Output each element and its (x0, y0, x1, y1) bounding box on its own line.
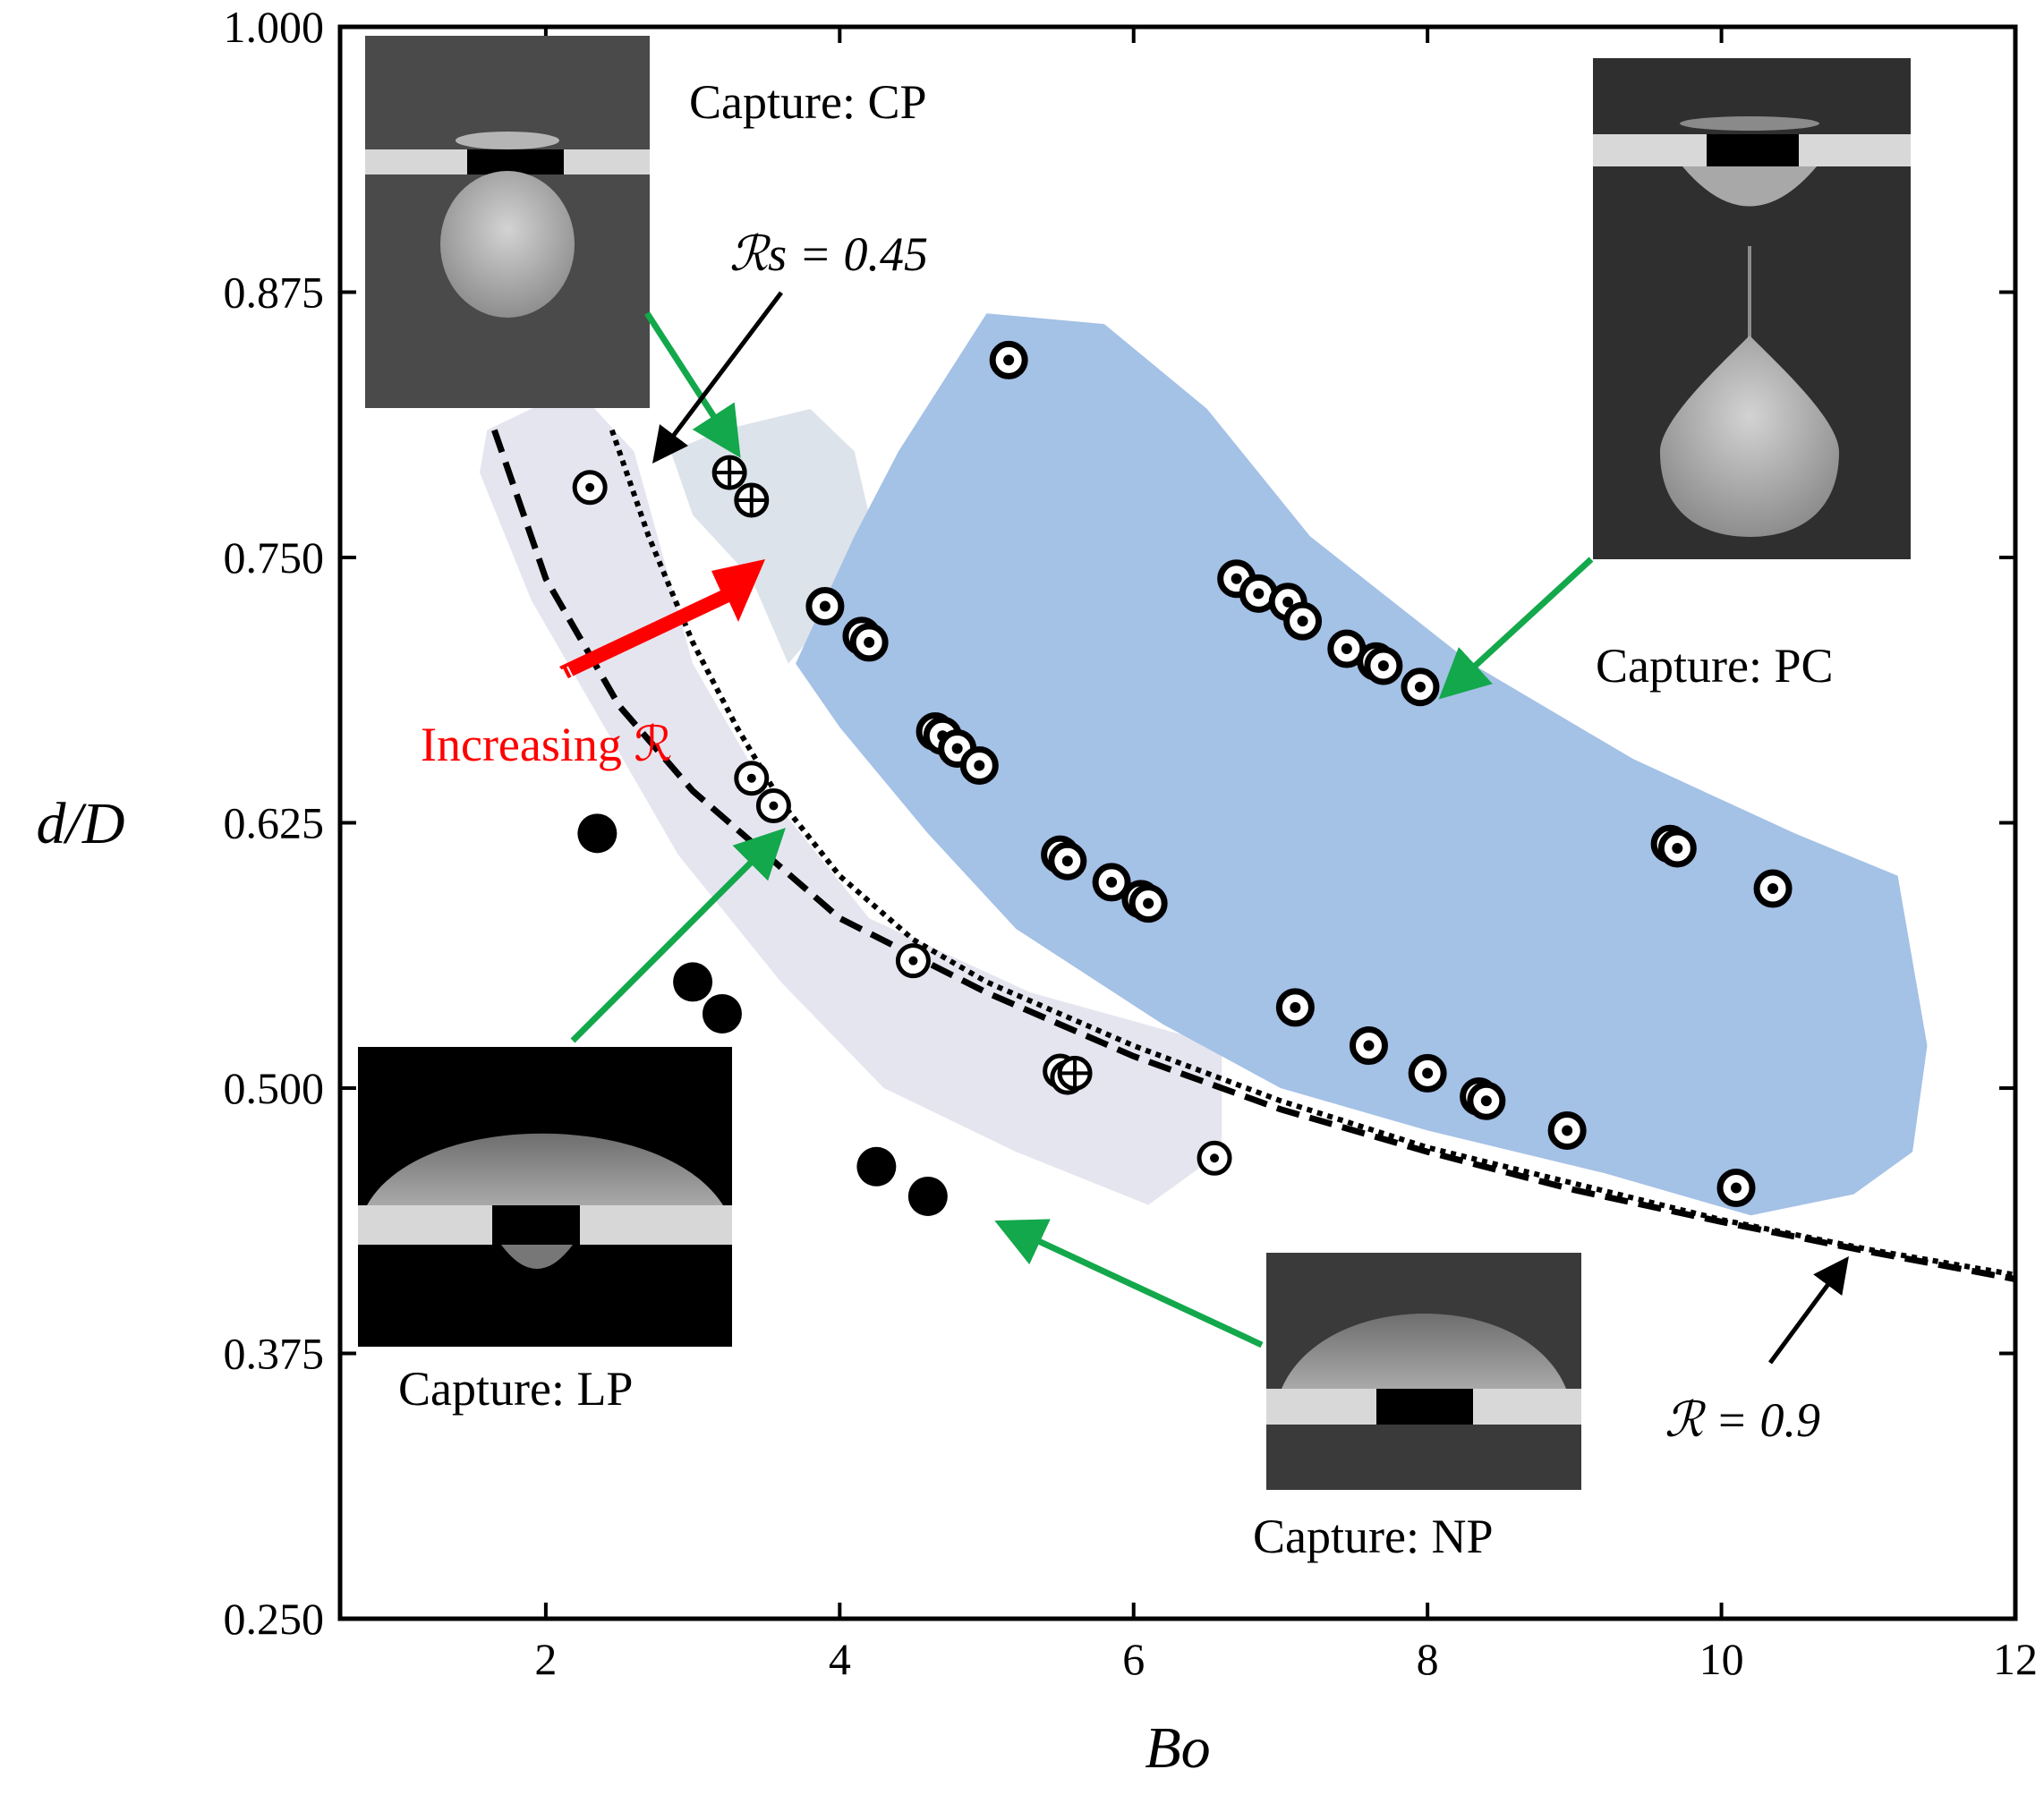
label-r: ℛ = 0.9 (1665, 1393, 1820, 1447)
data-point-large-dot (1128, 884, 1168, 923)
data-point-plus (1057, 1055, 1093, 1091)
data-point-large-dot (805, 587, 845, 626)
data-point-filled (673, 962, 713, 1002)
y-tick-label: 0.875 (224, 268, 325, 318)
data-point-small-dot (895, 943, 931, 979)
data-point-small-dot (572, 470, 608, 506)
label-capture-cp: Capture: CP (689, 75, 927, 129)
arrow-pc (1438, 557, 1594, 700)
arrow-lp (570, 828, 786, 1043)
label-capture-lp: Capture: LP (398, 1362, 633, 1416)
data-point-large-dot (959, 745, 999, 785)
data-point-large-dot (1716, 1168, 1756, 1207)
y-tick-label: 0.625 (224, 798, 325, 848)
data-point-small-dot (755, 788, 791, 824)
label-rs: ℛs = 0.45 (729, 227, 928, 281)
increasing-r-arrow (559, 559, 765, 692)
data-point-large-dot (1547, 1110, 1587, 1150)
x-tick-label: 6 (1122, 1634, 1145, 1684)
label-capture-np: Capture: NP (1253, 1510, 1493, 1563)
y-axis-label: d/D (37, 791, 125, 856)
x-tick-label: 8 (1417, 1634, 1439, 1684)
y-tick-label: 0.750 (224, 532, 325, 583)
label-capture-pc: Capture: PC (1596, 639, 1834, 693)
inset-pc-image (1593, 58, 1911, 559)
data-point-large-dot (1283, 601, 1323, 641)
data-point-filled (856, 1146, 897, 1187)
data-point-large-dot (1467, 1081, 1506, 1120)
inset-np-image (1266, 1253, 1581, 1490)
y-tick-label: 0.250 (224, 1594, 325, 1644)
data-point-large-dot (1753, 869, 1793, 908)
data-point-plus (734, 482, 770, 518)
data-point-small-dot (734, 761, 770, 796)
arrow-rs (652, 291, 783, 464)
data-point-large-dot (989, 340, 1028, 379)
y-tick-label: 0.500 (224, 1063, 325, 1113)
data-point-filled (907, 1176, 948, 1216)
data-point-large-dot (849, 623, 889, 662)
data-point-large-dot (1275, 988, 1315, 1027)
inset-cp-image (365, 36, 650, 408)
axis-ticks: 2 4 6 8 10 12 0.250 0.375 0.500 0.625 0.750 0.875 1.… (224, 2, 2039, 1684)
inset-lp-image (358, 1047, 732, 1347)
data-point-large-dot (1364, 646, 1403, 685)
data-point-large-dot (1092, 863, 1131, 902)
arrow-r (1767, 1255, 1849, 1365)
data-point-large-dot (1408, 1053, 1447, 1093)
x-tick-label: 10 (1699, 1634, 1744, 1684)
y-tick-label: 1.000 (224, 2, 325, 52)
data-point-filled (702, 993, 742, 1034)
curve-rs-0-45 (609, 429, 2016, 1278)
label-increasing-r: Increasing ℛ (421, 718, 672, 771)
x-tick-label: 4 (829, 1634, 851, 1684)
region-pc (796, 313, 1928, 1216)
curve-r-0-9 (491, 429, 2016, 1282)
x-tick-label: 12 (1993, 1634, 2038, 1684)
data-point-large-dot (1401, 668, 1440, 707)
data-point-plus (711, 455, 747, 490)
x-axis-label: Bo (1145, 1715, 1210, 1781)
data-point-small-dot (1197, 1140, 1232, 1176)
x-tick-label: 2 (534, 1634, 557, 1684)
arrow-np (994, 1219, 1264, 1348)
data-point-large-dot (1048, 841, 1087, 880)
data-markers (572, 340, 1793, 1216)
data-point-large-dot (1657, 829, 1697, 868)
arrow-cp (644, 311, 741, 458)
region-lp (480, 387, 1222, 1205)
data-point-large-dot (1349, 1026, 1388, 1066)
y-tick-label: 0.375 (224, 1329, 325, 1379)
data-point-filled (577, 813, 617, 854)
